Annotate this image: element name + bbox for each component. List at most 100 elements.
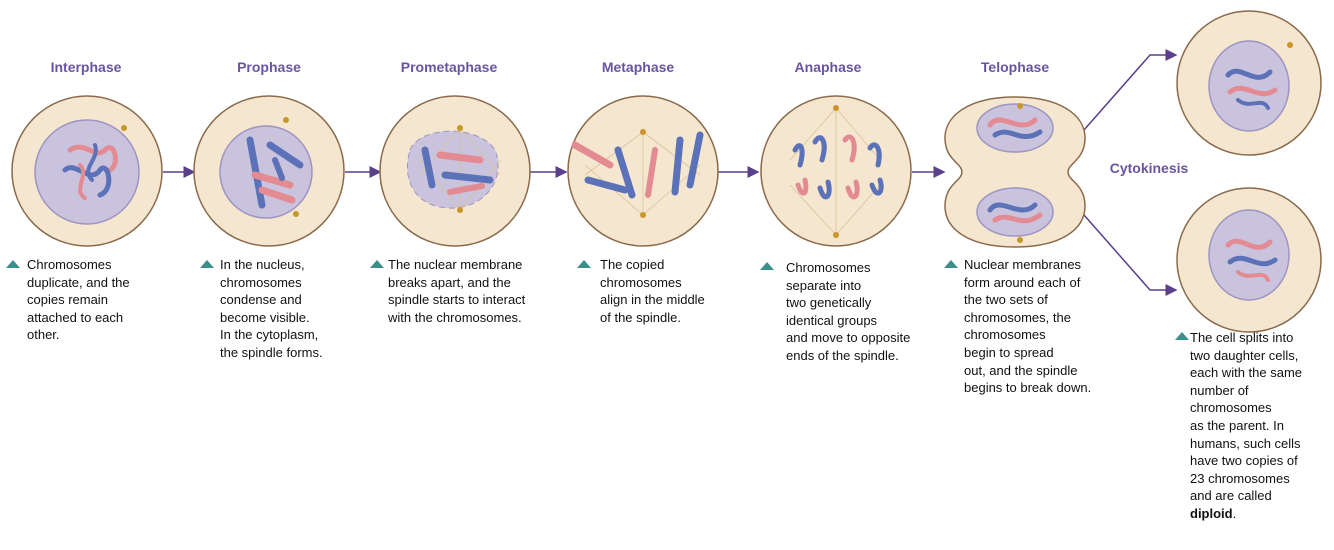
centrosome	[640, 212, 646, 218]
caption-line: chromosomes	[600, 274, 682, 290]
anaphase-cell	[760, 95, 912, 247]
centrosome	[121, 125, 127, 131]
centrosome	[457, 125, 463, 131]
chromosome	[795, 177, 809, 196]
chromosome	[645, 147, 658, 198]
chromosome	[812, 135, 827, 163]
chromosome	[867, 142, 882, 168]
chromosome	[258, 186, 296, 204]
caption-line: attached to each	[27, 309, 124, 325]
chromosome	[992, 129, 1043, 139]
chromosome	[1225, 68, 1273, 80]
caption-line: humans, such cells	[1190, 435, 1301, 451]
nucleus-bottom	[976, 187, 1054, 237]
nucleus	[219, 125, 313, 219]
chromosome	[987, 202, 1038, 213]
caption-cytokinesis: The cell splits into two daughter cells,…	[1190, 329, 1302, 523]
stage-title-cytokinesis: Cytokinesis	[1109, 160, 1189, 176]
caption-line: ends of the spindle.	[786, 347, 899, 363]
caption-line: and move to opposite	[786, 330, 911, 346]
chromosome	[686, 131, 704, 189]
chromosome	[62, 165, 112, 198]
caption-line: of the spindle.	[600, 309, 681, 325]
caption-line: identical groups	[786, 312, 878, 328]
telophase-cell	[944, 96, 1086, 248]
stage-title-metaphase: Metaphase	[601, 59, 675, 75]
bullet-icon	[1175, 332, 1189, 340]
caption-line: align in the middle	[600, 292, 705, 308]
chromosome	[86, 143, 98, 182]
caption-line: The nuclear membrane	[388, 257, 523, 272]
chromosome	[78, 163, 87, 200]
bullet-icon	[6, 260, 20, 268]
chromosome	[1225, 238, 1273, 250]
caption-line: begins to break down.	[964, 380, 1092, 396]
chromosome	[266, 141, 304, 169]
chromosome	[571, 141, 614, 169]
caption-line: In the nucleus,	[220, 257, 305, 272]
caption-line: The copied	[600, 257, 665, 272]
centrosome	[1017, 237, 1023, 243]
arrow-telophase-daughter-bottom	[1083, 214, 1178, 296]
prometaphase-cell	[379, 95, 531, 247]
nucleus	[1208, 40, 1290, 132]
arrow-telophase-daughter-top	[1083, 49, 1178, 131]
caption-line: condense and	[220, 292, 302, 308]
chromosome	[67, 144, 118, 173]
caption-metaphase: The copied chromosomes align in the midd…	[600, 256, 705, 326]
chromosome	[251, 171, 294, 189]
chromosome	[436, 151, 484, 164]
caption-line: chromosomes	[964, 327, 1046, 343]
chromosome	[1227, 85, 1278, 97]
caption-line: 23 chromosomes	[1190, 470, 1290, 486]
chromosome	[987, 117, 1038, 128]
metaphase-cell	[567, 95, 719, 247]
centrosome	[1017, 103, 1023, 109]
chromosome	[817, 179, 832, 200]
centrosome	[1287, 42, 1293, 48]
caption-line: number of	[1190, 382, 1249, 398]
caption-line: spindle starts to interact	[388, 292, 526, 308]
caption-prophase: In the nucleus, chromosomes condense and…	[220, 256, 323, 362]
caption-line: two genetically	[786, 295, 872, 311]
nucleus-top	[976, 103, 1054, 153]
daughter-cell-top	[1176, 10, 1322, 156]
caption-interphase: Chromosomes duplicate, and the copies re…	[27, 256, 130, 344]
centrosome	[293, 211, 299, 217]
caption-line: breaks apart, and the	[388, 274, 511, 290]
caption-line: separate into	[786, 277, 862, 293]
caption-line: chromosomes	[1190, 400, 1272, 416]
caption-telophase: Nuclear membranes form around each of th…	[964, 256, 1091, 397]
caption-line: the spindle forms.	[220, 344, 323, 360]
caption-line: The cell splits into	[1190, 330, 1294, 345]
caption-line: Nuclear membranes	[964, 257, 1082, 272]
caption-line: each with the same	[1190, 365, 1303, 381]
chromosome	[842, 134, 857, 163]
stage-title-interphase: Interphase	[50, 59, 122, 75]
flow-arrows	[163, 49, 1178, 296]
chromosome	[792, 143, 805, 168]
caption-line: duplicate, and the	[27, 274, 130, 290]
caption-period: .	[1232, 505, 1237, 521]
caption-line-last: diploid.	[1190, 505, 1302, 523]
chromosome	[441, 171, 494, 184]
bullet-icon	[200, 260, 214, 268]
caption-line: with the chromosomes.	[388, 309, 522, 325]
caption-prometaphase: The nuclear membrane breaks apart, and t…	[388, 256, 525, 326]
chromosome	[671, 136, 684, 196]
chromosome	[1236, 270, 1270, 282]
caption-line: as the parent. In	[1190, 417, 1284, 433]
centrosome	[833, 232, 839, 238]
caption-line: copies remain	[27, 292, 108, 308]
caption-line: chromosomes, the	[964, 309, 1071, 325]
bullet-icon	[760, 262, 774, 270]
caption-line: Chromosomes	[786, 260, 871, 275]
chromosome	[447, 183, 485, 195]
caption-line: Chromosomes	[27, 257, 112, 272]
centrosome	[640, 129, 646, 135]
caption-line: out, and the spindle	[964, 362, 1078, 378]
centrosome	[457, 207, 463, 213]
stage-title-prometaphase: Prometaphase	[400, 59, 498, 75]
caption-anaphase: Chromosomes separate into two geneticall…	[786, 259, 910, 365]
